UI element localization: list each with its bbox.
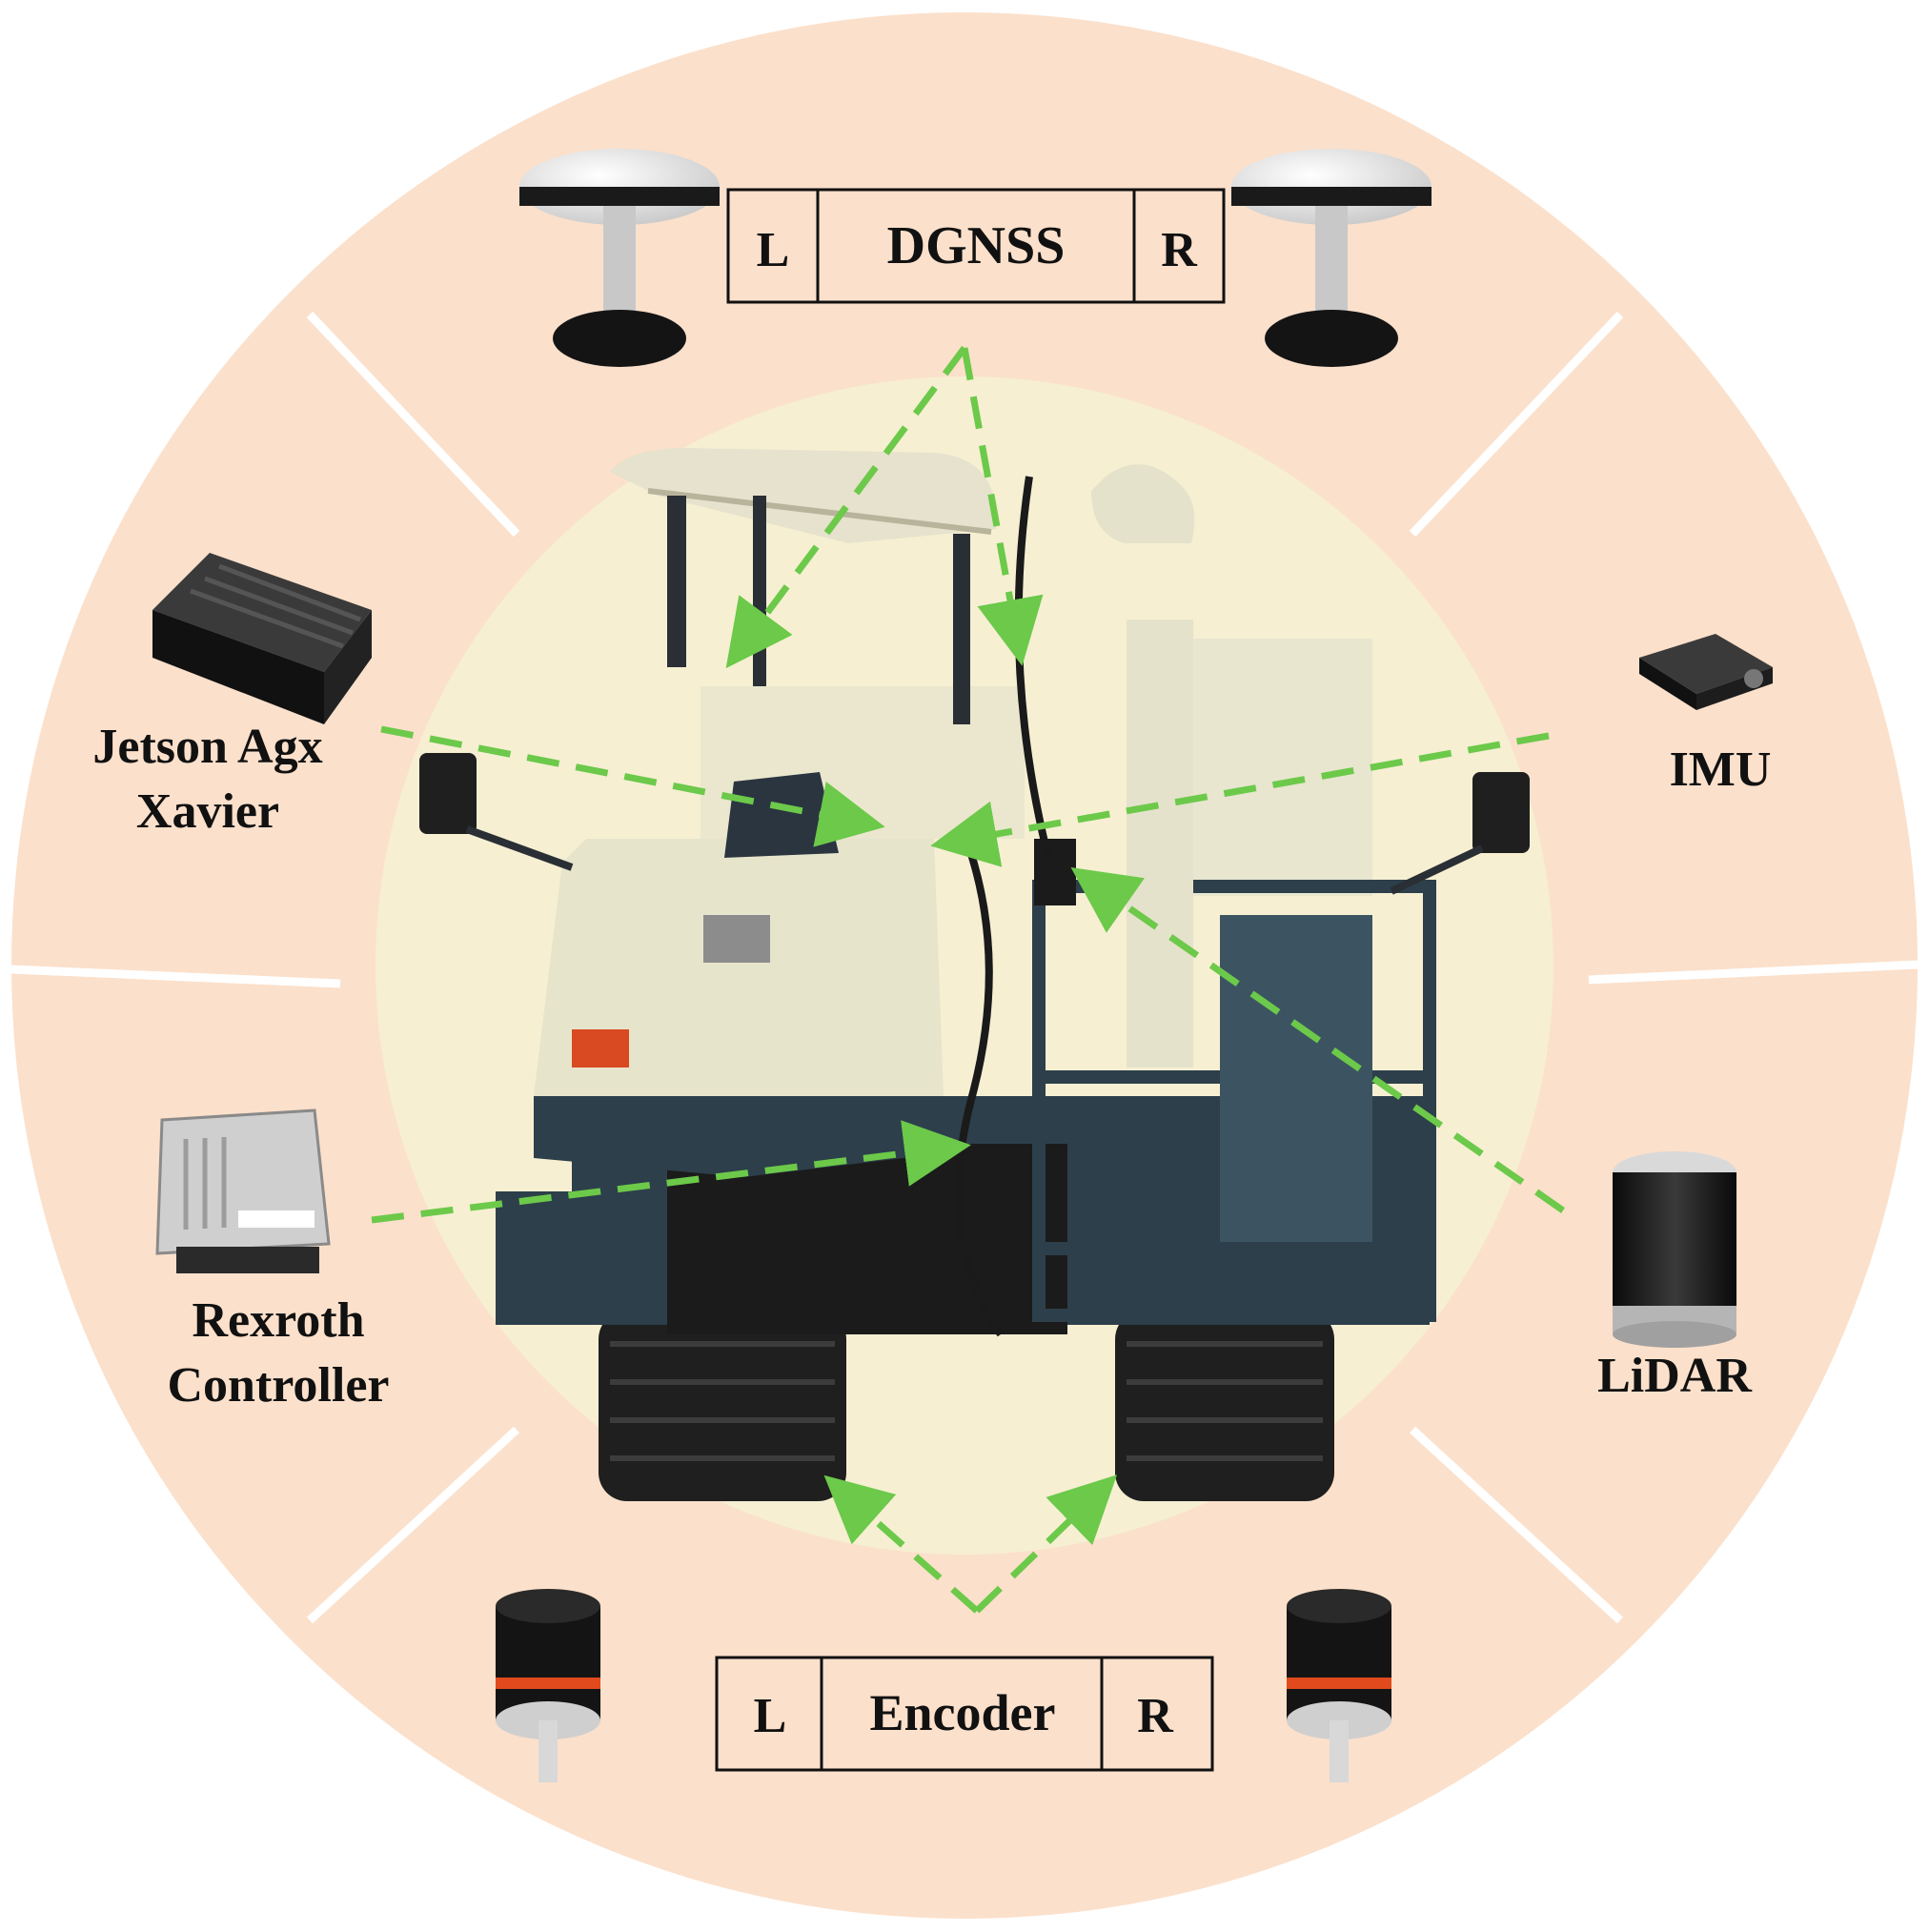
encoder-table: L Encoder R xyxy=(715,1656,1214,1772)
arrow-encoder-right xyxy=(974,1474,1118,1614)
arrow-imu xyxy=(930,732,1550,867)
encoder-center-label: Encoder xyxy=(870,1684,1056,1741)
dgnss-center-label: DGNSS xyxy=(887,216,1066,275)
dgnss-left-label: L xyxy=(757,223,790,277)
gnss-antenna-left-icon xyxy=(519,149,720,367)
imu-label: IMU xyxy=(1670,742,1772,797)
arrow-encoder-left xyxy=(823,1474,980,1614)
jetson-label-line2: Xavier xyxy=(136,784,279,839)
lidar-label: LiDAR xyxy=(1597,1349,1753,1403)
arrow-dgnss-right xyxy=(961,347,1044,666)
connection-arrows xyxy=(371,345,1566,1614)
imu-sensor-icon xyxy=(1639,634,1773,710)
rotary-encoder-left-icon xyxy=(496,1589,600,1782)
arrow-dgnss-left xyxy=(725,345,967,669)
ring-dividers xyxy=(10,311,1919,1624)
rexroth-label-line1: Rexroth xyxy=(192,1293,364,1348)
jetson-label-line1: Jetson Agx xyxy=(92,720,322,774)
jetson-module-icon xyxy=(152,553,372,724)
rexroth-label-line2: Controller xyxy=(168,1358,390,1413)
encoder-left-label: L xyxy=(754,1689,787,1743)
rotary-encoder-right-icon xyxy=(1287,1589,1391,1782)
crawler-harvester-photo xyxy=(419,448,1530,1501)
encoder-right-label: R xyxy=(1137,1689,1174,1743)
ecu-controller-icon xyxy=(155,1108,331,1273)
dgnss-table: L DGNSS R xyxy=(726,188,1226,304)
arrow-jetson xyxy=(380,725,885,847)
lidar-sensor-icon xyxy=(1613,1151,1736,1348)
gnss-antenna-right-icon xyxy=(1231,149,1432,367)
dgnss-right-label: R xyxy=(1161,223,1198,277)
